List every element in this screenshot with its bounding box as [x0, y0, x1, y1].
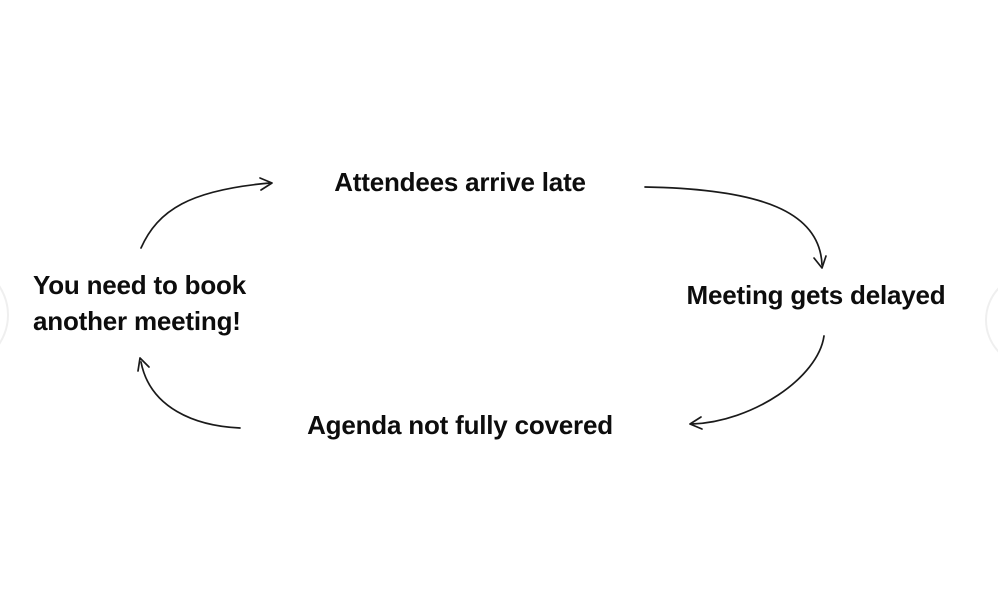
arrow-book-to-attendees — [140, 177, 273, 249]
arrow-agenda-to-book — [137, 357, 241, 429]
decorative-circle-left — [0, 285, 9, 345]
node-meeting-gets-delayed: Meeting gets delayed — [686, 280, 946, 310]
node-book-another-meeting: You need to book another meeting! — [33, 270, 246, 336]
arrow-attendees-to-delayed — [644, 186, 827, 269]
arrow-delayed-to-agenda — [689, 335, 825, 430]
node-attendees-arrive-late: Attendees arrive late — [334, 167, 586, 197]
decorative-circle-right — [985, 287, 998, 353]
node-agenda-not-fully-covered: Agenda not fully covered — [307, 410, 613, 440]
